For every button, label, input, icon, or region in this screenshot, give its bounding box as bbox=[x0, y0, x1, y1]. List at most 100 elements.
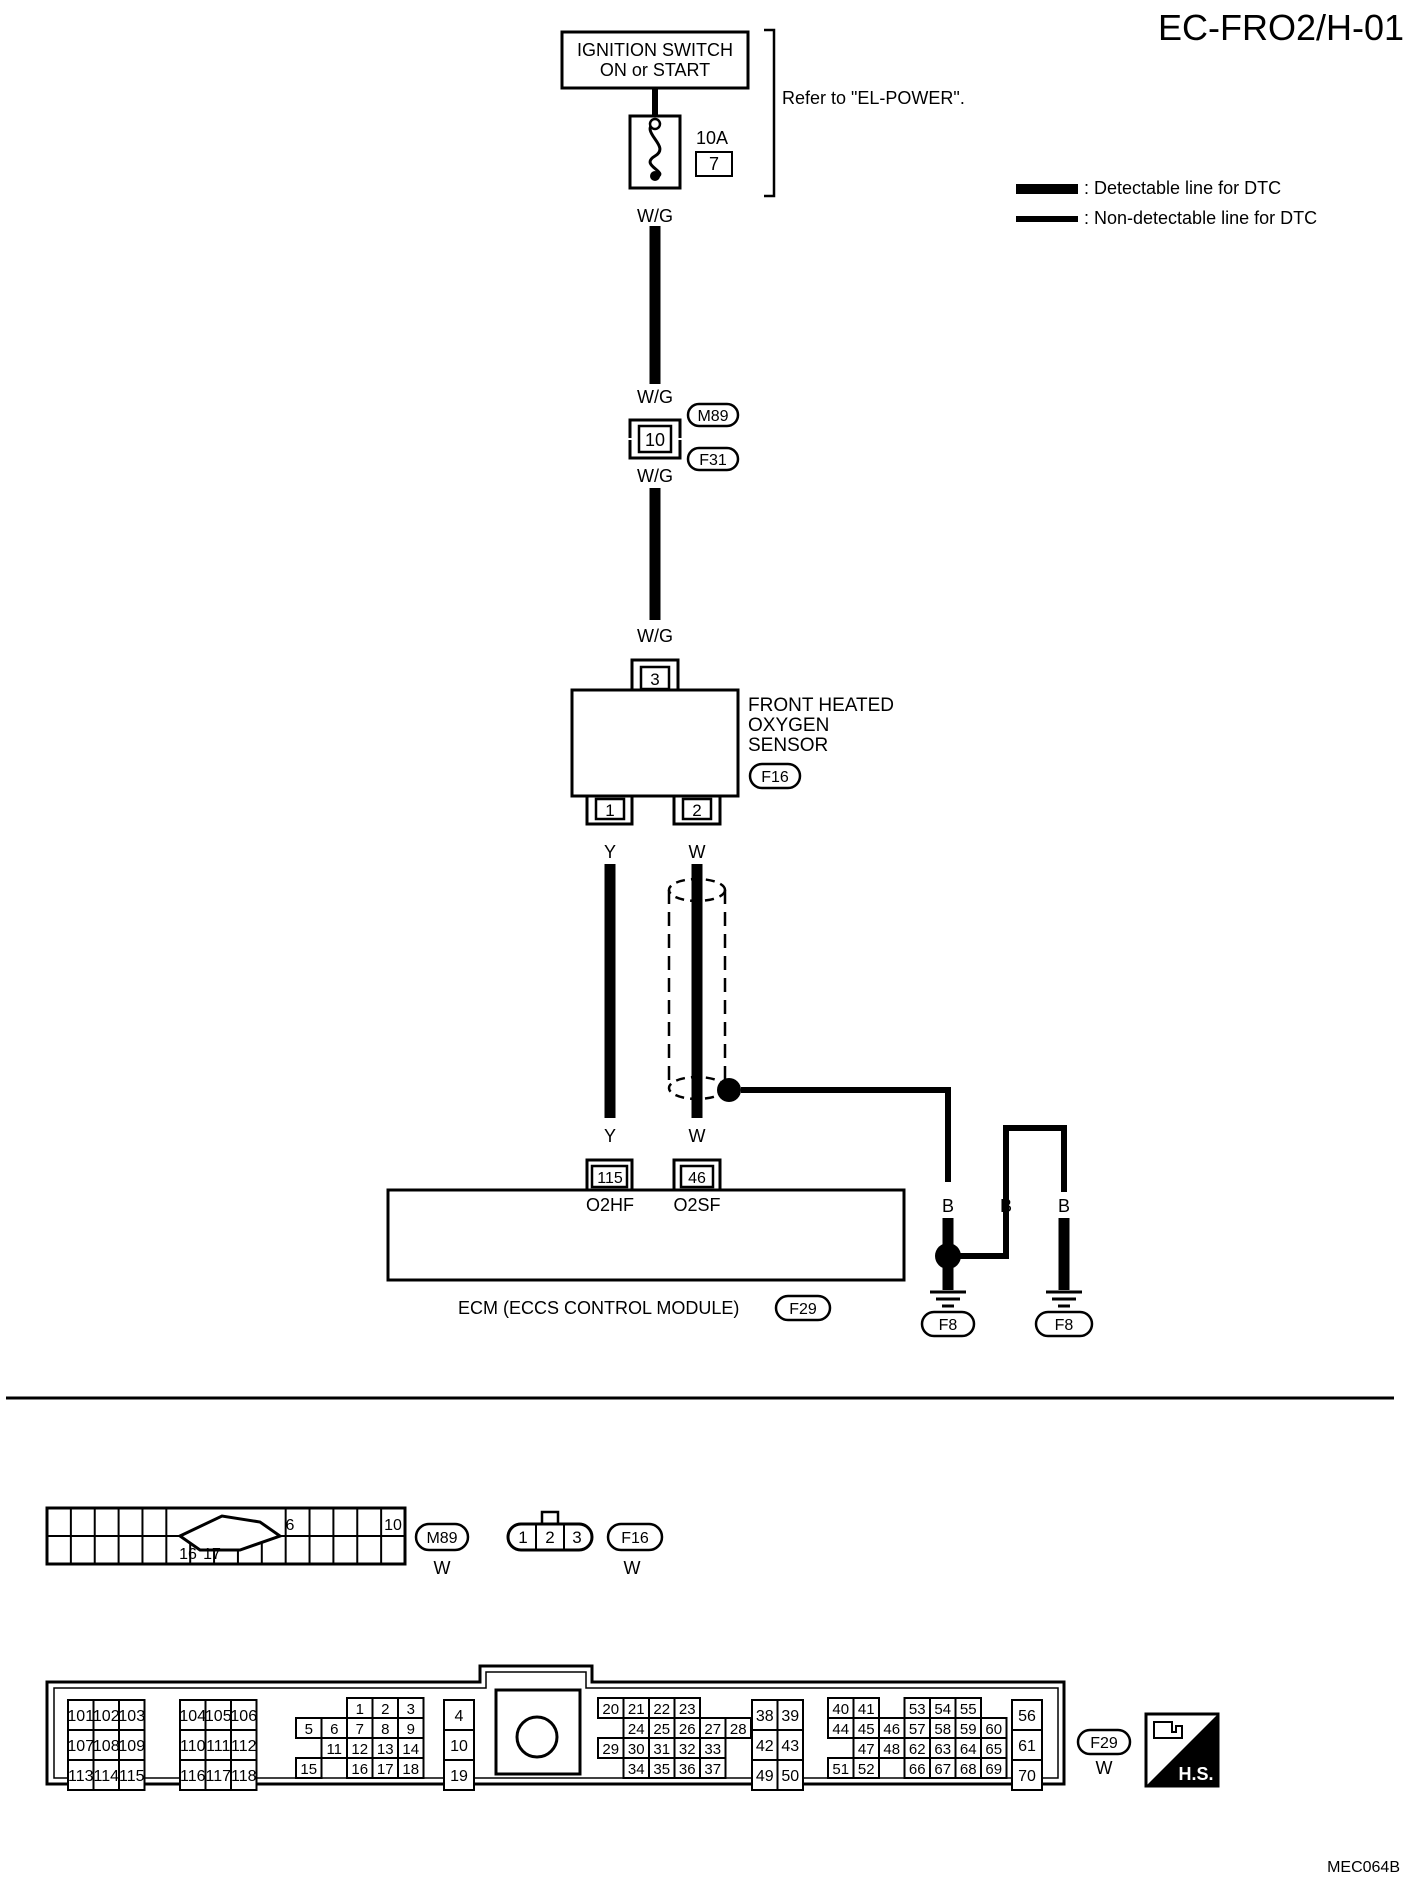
f29-pin-label: 70 bbox=[1018, 1768, 1036, 1785]
sensor-name-line2: OXYGEN bbox=[748, 715, 829, 736]
f29-pin-label: 52 bbox=[858, 1761, 875, 1778]
f29-pin-label: 101 bbox=[67, 1708, 94, 1725]
f29-pin-label: 47 bbox=[858, 1741, 875, 1758]
f29-pin-label: 107 bbox=[67, 1738, 94, 1755]
f29-pin-label: 34 bbox=[628, 1761, 645, 1778]
f29-pin-label: 8 bbox=[381, 1721, 389, 1738]
f29-pin-label: 60 bbox=[985, 1721, 1002, 1738]
f29-pin-label: 45 bbox=[858, 1721, 875, 1738]
f29-color: W bbox=[1096, 1758, 1113, 1778]
f29-pin-label: 117 bbox=[205, 1768, 231, 1785]
m89-pin-6: 6 bbox=[286, 1517, 295, 1534]
f29-cavity bbox=[776, 1699, 804, 1731]
wire-label-y: Y bbox=[604, 842, 616, 862]
f29-cavity bbox=[699, 1757, 727, 1779]
f29-cavity bbox=[230, 1759, 258, 1791]
f29-pin-label: 4 bbox=[455, 1708, 464, 1725]
wire-label-b: B bbox=[1058, 1196, 1070, 1216]
f29-pin-label: 59 bbox=[960, 1721, 977, 1738]
f29-pin-label: 10 bbox=[450, 1738, 468, 1755]
f29-pin-label: 29 bbox=[602, 1741, 619, 1758]
f29-pin-label: 67 bbox=[934, 1761, 951, 1778]
f29-pin-label: 118 bbox=[231, 1768, 257, 1785]
f29-pin-label: 17 bbox=[377, 1761, 394, 1778]
wire-label-w: W bbox=[689, 1126, 706, 1146]
f29-pin-label: 54 bbox=[934, 1701, 951, 1718]
f29-pin-label: 63 bbox=[934, 1741, 951, 1758]
ground-icon bbox=[930, 1290, 966, 1308]
sensor-pin-1: 1 bbox=[605, 801, 614, 820]
shield-ground-wire bbox=[741, 1087, 951, 1182]
fuse: 10A 7 bbox=[628, 88, 733, 190]
ground-id: F8 bbox=[1055, 1317, 1074, 1334]
ecm-connector-id: F29 bbox=[789, 1301, 817, 1318]
f29-cavity bbox=[118, 1759, 146, 1791]
ignition-switch: IGNITION SWITCH ON or START bbox=[560, 30, 750, 90]
m89-pin-16: 16 bbox=[179, 1546, 197, 1563]
f29-cavity bbox=[443, 1729, 475, 1761]
f29-pin-label: 24 bbox=[628, 1721, 645, 1738]
sensor-name-line1: FRONT HEATED bbox=[748, 695, 894, 716]
f16-color: W bbox=[624, 1558, 641, 1578]
f29-pin-label: 28 bbox=[730, 1721, 747, 1738]
sensor-connector-id: F16 bbox=[761, 769, 789, 786]
ecm-pin-115: 115 bbox=[597, 1170, 623, 1187]
legend-detectable-swatch bbox=[1016, 184, 1078, 194]
legend-detectable-label: : Detectable line for DTC bbox=[1084, 178, 1281, 198]
f29-cavity bbox=[1011, 1759, 1043, 1791]
joint-connector: 10 M89 F31 bbox=[628, 402, 740, 472]
wire-label-wg: W/G bbox=[637, 626, 673, 646]
hs-badge: H.S. bbox=[1144, 1712, 1220, 1788]
f29-pin-label: 15 bbox=[300, 1761, 317, 1778]
f29-pin-label: 62 bbox=[909, 1741, 926, 1758]
f29-pin-label: 50 bbox=[781, 1768, 799, 1785]
f29-pin-label: 32 bbox=[679, 1741, 696, 1758]
joint-connector-pin: 10 bbox=[645, 430, 665, 450]
f29-pin-label: 56 bbox=[1018, 1708, 1036, 1725]
ground-id: F8 bbox=[939, 1317, 958, 1334]
f29-cavity bbox=[776, 1759, 804, 1791]
ecm-terminal-o2sf: O2SF bbox=[673, 1195, 720, 1215]
f29-pin-label: 41 bbox=[858, 1701, 875, 1718]
legend-non-detectable-swatch bbox=[1016, 216, 1078, 222]
f29-pin-label: 58 bbox=[934, 1721, 951, 1738]
f29-pin-label: 116 bbox=[180, 1768, 206, 1785]
wire-label-wg: W/G bbox=[637, 387, 673, 407]
m89-id: M89 bbox=[426, 1530, 457, 1547]
m89-color: W bbox=[434, 1558, 451, 1578]
f29-cavity bbox=[443, 1699, 475, 1731]
f29-pin-label: 112 bbox=[231, 1738, 257, 1755]
ignition-switch-line1: IGNITION SWITCH bbox=[577, 40, 733, 60]
f16-id: F16 bbox=[621, 1530, 649, 1547]
f29-pin-label: 55 bbox=[960, 1701, 977, 1718]
f29-pin-label: 61 bbox=[1018, 1738, 1036, 1755]
f29-cavity bbox=[67, 1729, 95, 1761]
wire-label-y: Y bbox=[604, 1126, 616, 1146]
wire-label-wg: W/G bbox=[637, 466, 673, 486]
figure-code: MEC064B bbox=[1327, 1859, 1400, 1876]
connector-m89-face: 6 10 16 17 M89 W bbox=[45, 1506, 470, 1578]
f29-pin-label: 13 bbox=[377, 1741, 394, 1758]
sensor-pin-3: 3 bbox=[650, 670, 659, 689]
f29-pin-label: 40 bbox=[832, 1701, 849, 1718]
f29-pin-label: 115 bbox=[119, 1768, 145, 1785]
f29-pin-label: 46 bbox=[883, 1721, 900, 1738]
f29-cavity bbox=[751, 1759, 779, 1791]
f29-pin-label: 21 bbox=[628, 1701, 645, 1718]
f29-pin-label: 64 bbox=[960, 1741, 977, 1758]
f29-pin-label: 38 bbox=[756, 1708, 774, 1725]
f29-center-post-icon bbox=[515, 1715, 559, 1759]
f29-pin-label: 104 bbox=[179, 1708, 206, 1725]
f29-pin-label: 33 bbox=[704, 1741, 721, 1758]
ground-icon bbox=[1046, 1290, 1082, 1308]
f29-pin-label: 14 bbox=[402, 1741, 419, 1758]
sensor-name-line3: SENSOR bbox=[748, 735, 828, 756]
f29-pin-label: 69 bbox=[985, 1761, 1002, 1778]
wire-label-w: W bbox=[689, 842, 706, 862]
shield-splice-icon bbox=[717, 1078, 741, 1102]
power-reference: Refer to "EL-POWER". bbox=[782, 88, 965, 108]
f29-pin-label: 44 bbox=[832, 1721, 849, 1738]
m89-pin-17: 17 bbox=[203, 1546, 221, 1563]
f29-pin-label: 1 bbox=[356, 1701, 364, 1718]
